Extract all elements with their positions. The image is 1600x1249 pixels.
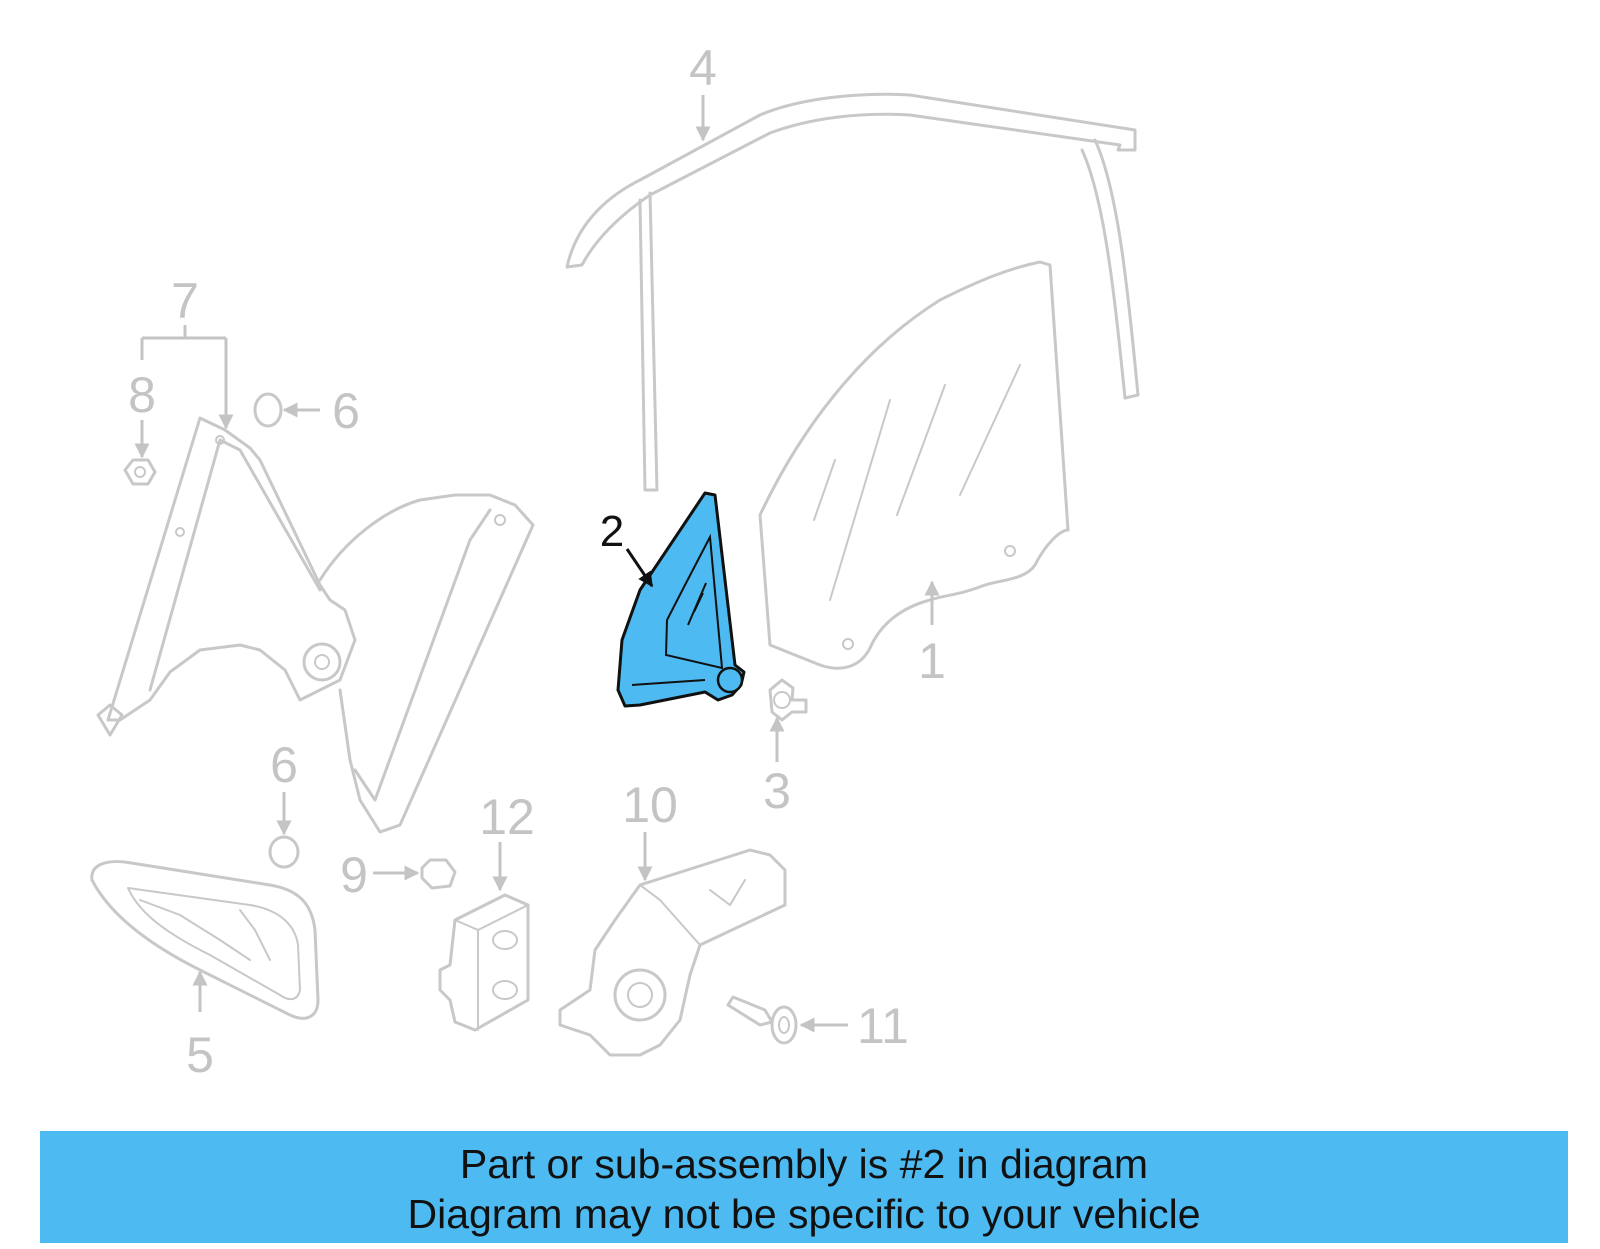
- part-8-nut: [123, 458, 157, 486]
- caption-banner: Part or sub-assembly is #2 in diagram Di…: [40, 1131, 1568, 1243]
- part-4-window-frame: [565, 92, 1140, 492]
- callout-1: 1: [918, 633, 946, 689]
- part-10-regulator-motor: [558, 848, 787, 1057]
- part-2-boss: [716, 666, 744, 694]
- part-1-door-glass: [758, 260, 1070, 670]
- caption-line-2: Diagram may not be specific to your vehi…: [407, 1191, 1201, 1237]
- part-2-highlighted: [616, 491, 746, 708]
- callout-11: 11: [857, 998, 909, 1054]
- part-6-grommet-upper: [253, 392, 283, 428]
- callout-5: 5: [186, 1027, 214, 1083]
- part-3-clip: [768, 678, 808, 722]
- part-11-screw: [726, 995, 798, 1045]
- part-2-glass-inset: [664, 533, 724, 670]
- part-5-access-cover: [90, 860, 320, 1020]
- callout-3: 3: [763, 763, 791, 819]
- part-6-grommet-lower: [268, 835, 300, 869]
- part-2-inner-edge: [631, 679, 706, 686]
- part-2-glass-shine-2: [687, 582, 707, 626]
- callout-6-upper: 6: [332, 383, 360, 439]
- callout-6-lower: 6: [270, 737, 298, 793]
- callout-10: 10: [622, 777, 678, 833]
- callout-12: 12: [479, 789, 535, 845]
- callout-leaders: [134, 95, 940, 1033]
- callout-4: 4: [689, 40, 717, 96]
- part-7-window-regulator: [96, 416, 535, 834]
- callout-2: 2: [600, 507, 624, 556]
- callout-numbers: 1 2 3 4 5 6 6 7 8 9 10 11 12: [128, 40, 946, 1083]
- caption-line-1: Part or sub-assembly is #2 in diagram: [459, 1141, 1149, 1187]
- part-9-nut: [420, 858, 457, 890]
- part-2-body: [616, 491, 746, 708]
- callout-9: 9: [340, 847, 368, 903]
- part-12-bracket: [438, 893, 530, 1032]
- callout-7: 7: [171, 273, 199, 329]
- callout-8: 8: [128, 367, 156, 423]
